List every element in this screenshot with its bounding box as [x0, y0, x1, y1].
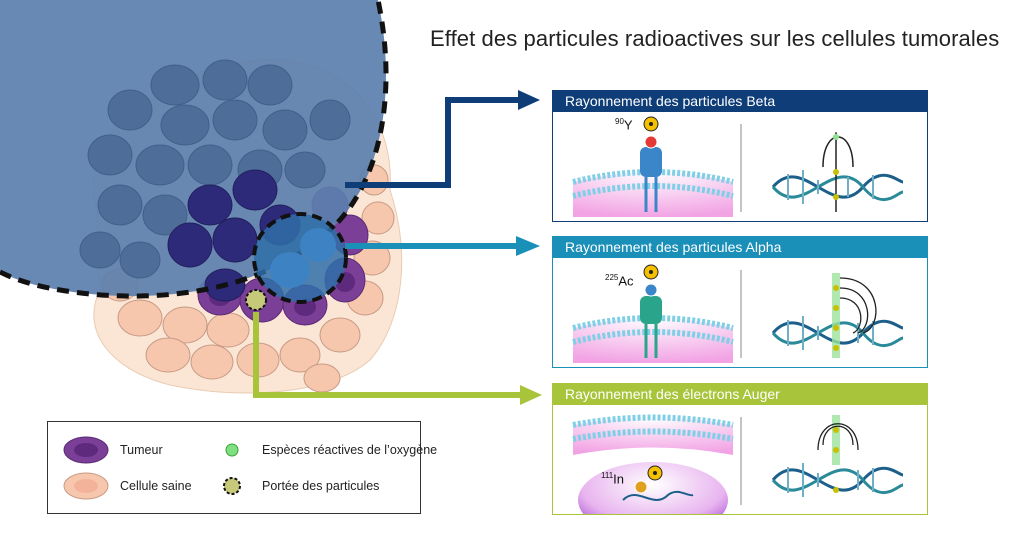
cell-membrane — [572, 169, 734, 217]
dna-strand — [622, 490, 694, 501]
isotope-label-beta: 90Y — [615, 117, 633, 133]
dna-helix-icon — [771, 415, 904, 497]
legend-icons — [63, 436, 241, 500]
radiation-icon — [647, 465, 663, 481]
beta-panel-illustration — [572, 116, 904, 217]
dna-helix-icon — [771, 132, 904, 212]
nucleus — [578, 462, 728, 514]
auger-panel-heading: Rayonnement des électrons Auger — [553, 384, 927, 405]
alpha-panel-illustration — [572, 264, 904, 363]
auger-panel-illustration — [572, 414, 904, 514]
isotope-label-auger: 111In — [601, 471, 625, 487]
radiation-icon — [643, 264, 659, 280]
alpha-zoom-circle — [252, 212, 348, 304]
healthy-cell-icon — [63, 472, 109, 500]
radiation-icon — [643, 116, 659, 132]
beta-panel: Rayonnement des particules Beta — [552, 90, 928, 222]
isotope-label-alpha: 225Ac — [605, 273, 634, 289]
alpha-arrow — [345, 236, 540, 256]
particle-range-icon — [223, 477, 241, 495]
dna-helix-icon — [771, 273, 904, 358]
alpha-panel: Rayonnement des particules Alpha — [552, 236, 928, 368]
legend: Tumeur Espèces réactives de l’oxygène Ce… — [47, 421, 437, 514]
beta-arrow — [345, 90, 540, 188]
legend-label-healthy: Cellule saine — [120, 479, 192, 493]
legend-label-tumor: Tumeur — [120, 443, 163, 457]
cell-membrane — [572, 414, 734, 455]
receptor — [640, 135, 662, 212]
legend-label-range: Portée des particules — [262, 479, 380, 493]
beta-panel-heading: Rayonnement des particules Beta — [553, 91, 927, 112]
diagram-title: Effet des particules radioactives sur le… — [430, 26, 1000, 51]
legend-label-ros: Espèces réactives de l’oxygène — [262, 443, 438, 457]
auger-arrow — [253, 312, 542, 405]
particle-range-marker — [245, 289, 267, 311]
ros-dot-icon — [225, 443, 239, 457]
receptor — [640, 283, 662, 358]
cell-membrane — [572, 315, 734, 363]
auger-panel: Rayonnement des électrons Auger — [552, 383, 928, 515]
tumor-cell-icon — [63, 436, 109, 464]
alpha-panel-heading: Rayonnement des particules Alpha — [553, 237, 927, 258]
